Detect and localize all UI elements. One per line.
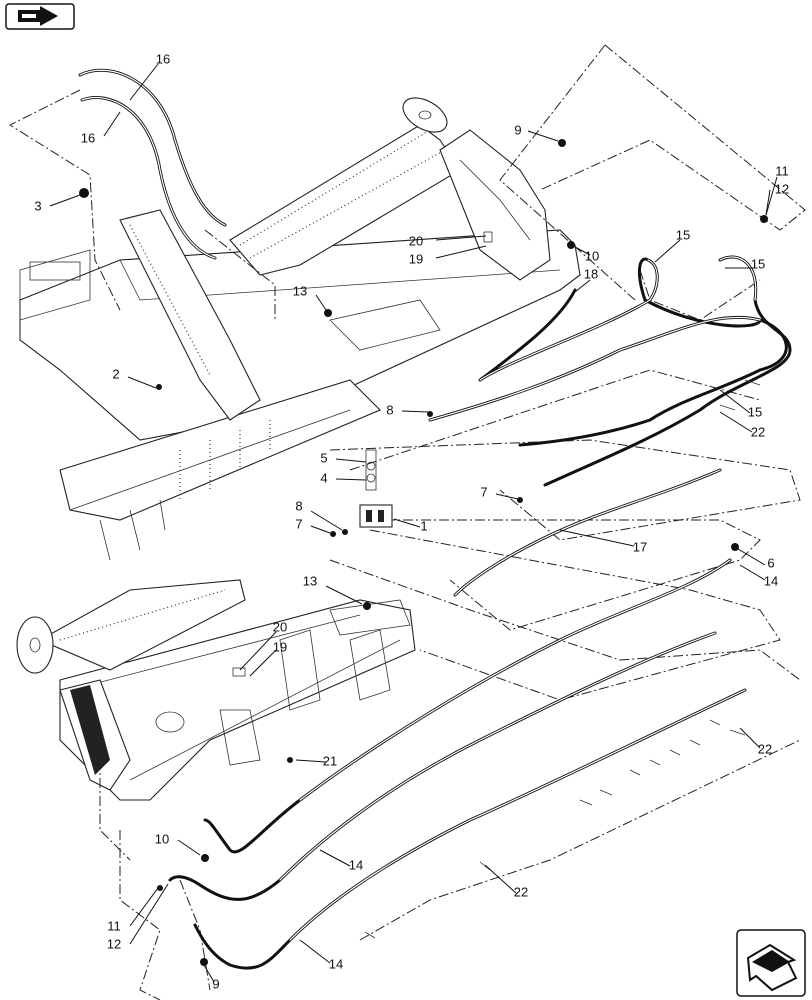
hose-15-c	[543, 255, 792, 487]
callout-c2: 2	[112, 366, 119, 381]
navigation-arrow-icon[interactable]	[736, 929, 806, 997]
callout-c9a: 9	[514, 122, 521, 137]
callout-c11a: 11	[775, 163, 789, 178]
callout-c6: 6	[767, 555, 774, 570]
callout-c8b: 8	[295, 498, 302, 513]
callout-c14a: 14	[764, 573, 778, 588]
callout-c16b: 16	[81, 130, 95, 145]
callout-c12b: 12	[107, 936, 121, 951]
lower-frame-assembly	[16, 579, 416, 801]
hose-14-b	[168, 631, 717, 901]
callout-c19a: 19	[409, 251, 423, 266]
callout-c10a: 10	[585, 248, 599, 263]
callout-c15c: 15	[748, 404, 762, 419]
hose-14-a	[203, 558, 732, 854]
hoses	[78, 68, 792, 970]
callout-c14c: 14	[329, 956, 343, 971]
callout-c14b: 14	[349, 857, 363, 872]
callout-c15b: 15	[751, 256, 765, 271]
callout-c19b: 19	[273, 639, 287, 654]
hose-16-upper	[78, 68, 227, 227]
callout-c7a: 7	[480, 484, 487, 499]
callout-c13a: 13	[293, 283, 307, 298]
hose-14-c	[193, 688, 747, 970]
callout-c11b: 11	[107, 918, 121, 933]
callout-c22c: 22	[514, 884, 528, 899]
callout-c12a: 12	[775, 181, 789, 196]
callout-c1: 1	[420, 518, 427, 533]
callout-c13b: 13	[303, 573, 317, 588]
callout-c10b: 10	[155, 831, 169, 846]
callout-c20a: 20	[409, 233, 423, 248]
callout-c15a: 15	[676, 227, 690, 242]
callout-c3: 3	[34, 198, 41, 213]
flip-arrow-icon[interactable]	[5, 3, 75, 30]
callout-c18: 18	[584, 266, 598, 281]
callout-c21: 21	[323, 753, 337, 768]
callout-c9b: 9	[212, 976, 219, 991]
callout-c5: 5	[320, 450, 327, 465]
callout-c20b: 20	[273, 619, 287, 634]
callout-c22b: 22	[758, 741, 772, 756]
callout-c16a: 16	[156, 51, 170, 66]
callout-c17: 17	[633, 539, 647, 554]
callout-labels: 16 16 3 9 11 12 20 19 10 15 15 18 13 2 8 15 22 5 4 7 8 7 1 17 6 1…	[34, 51, 789, 991]
hose-16-lower	[80, 96, 217, 260]
callout-c22a: 22	[751, 424, 765, 439]
callout-c7b: 7	[295, 516, 302, 531]
callout-c4: 4	[320, 470, 327, 485]
callout-c8a: 8	[386, 402, 393, 417]
hose-17	[453, 468, 722, 597]
leader-lines	[49, 63, 778, 983]
fittings	[79, 139, 768, 966]
upper-frame-assembly	[19, 97, 581, 561]
